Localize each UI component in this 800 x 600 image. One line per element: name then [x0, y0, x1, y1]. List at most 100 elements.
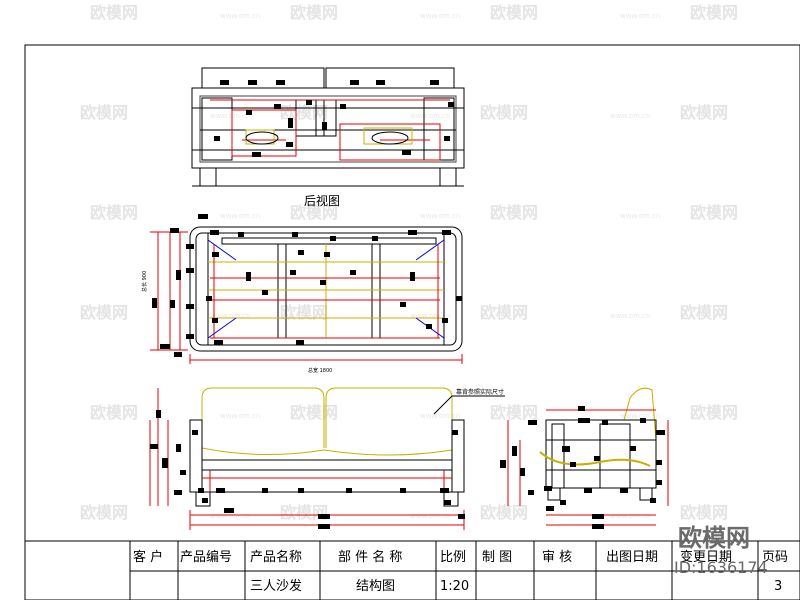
- dimension-tag: [238, 232, 244, 237]
- sheet-border: [24, 44, 800, 600]
- dimension-tag: [440, 488, 449, 493]
- dimension-tag: [324, 252, 330, 257]
- title-header-product-name: 产品名称: [250, 549, 302, 565]
- dimension-tag: [246, 272, 251, 281]
- title-header-scale: 比例: [440, 550, 466, 565]
- dimension-tag: [318, 524, 330, 529]
- watermark-logo: 欧模网: [280, 103, 328, 122]
- watermark-url: www.om.cn: [420, 212, 460, 220]
- dimension-tag: [276, 80, 285, 85]
- plan-view: [150, 226, 463, 364]
- watermark-logo: 欧模网: [480, 503, 528, 522]
- dimension-tag: [408, 230, 417, 235]
- dimension-tag: [180, 470, 186, 475]
- watermark-url: www.om.cn: [220, 212, 260, 220]
- dimension-tag: [156, 410, 161, 418]
- dimension-tag: [170, 228, 179, 233]
- dimension-tag: [320, 280, 326, 285]
- dimension-tag: [198, 488, 204, 493]
- watermark-logo: 欧模网: [80, 103, 128, 122]
- watermark-logo: 欧模网: [690, 3, 738, 22]
- dimension-tag: [174, 490, 182, 495]
- title-block: [25, 540, 800, 600]
- dimension-tag: [520, 468, 525, 476]
- dimension-tag: [206, 296, 212, 301]
- dimension-tag: [452, 430, 458, 435]
- dimension-tag: [298, 250, 304, 255]
- dimension-tag: [584, 488, 592, 493]
- dimension-tag: [306, 100, 312, 105]
- watermark-url: www.om.cn: [610, 312, 650, 320]
- dimension-tag: [224, 508, 234, 513]
- watermark-url: www.om.cn: [620, 12, 660, 20]
- watermark-url: www.om.cn: [210, 512, 250, 520]
- dimension-tag: [562, 446, 570, 452]
- dimension-tag: [176, 270, 181, 280]
- dimension-tag: [288, 118, 293, 128]
- dimension-tag: [248, 80, 257, 85]
- title-header-change-date: 变更日期: [680, 549, 732, 565]
- dimension-tag: [500, 460, 506, 468]
- watermark-url: www.om.cn: [420, 12, 460, 20]
- title-header-product-code: 产品编号: [180, 550, 232, 565]
- brand-id-label: ID:1636174: [674, 558, 768, 577]
- watermark-logo: 欧模网: [480, 103, 528, 122]
- dimension-tag: [458, 514, 465, 519]
- dimension-tags: [150, 80, 665, 529]
- watermark-logo: 欧模网: [680, 303, 728, 322]
- watermark-url: www.om.cn: [610, 512, 650, 520]
- dimension-tag: [340, 104, 346, 109]
- watermark-logo: 欧模网: [290, 203, 338, 222]
- dimension-tag: [602, 420, 608, 425]
- dimension-tag: [170, 300, 175, 308]
- dimension-tag: [444, 500, 451, 505]
- dimension-tag: [546, 506, 554, 511]
- dimension-tag: [442, 230, 451, 235]
- watermark-logo: 欧模网: [680, 503, 728, 522]
- watermark-url: www.om.cn: [610, 112, 650, 120]
- dimension-tag: [186, 268, 194, 273]
- dimension-tag: [528, 420, 537, 425]
- dimension-tag: [410, 272, 415, 281]
- dimension-tag: [346, 488, 352, 493]
- watermark-logo: 欧模网: [690, 403, 738, 422]
- watermark-url: www.om.cn: [220, 12, 260, 20]
- dimension-tag: [544, 486, 552, 491]
- watermark-url: www.om.cn: [420, 412, 460, 420]
- watermark-logo: 欧模网: [690, 203, 738, 222]
- dimension-tag: [444, 136, 450, 141]
- dimension-tag: [578, 406, 585, 411]
- back-note: 靠背参照实际尺寸: [456, 388, 504, 396]
- dimension-tag: [152, 298, 157, 308]
- watermark-url: www.om.cn: [620, 412, 660, 420]
- dimension-tag: [202, 498, 208, 503]
- dimension-tag: [594, 456, 600, 461]
- title-header-page-no: 页码: [762, 550, 788, 565]
- dimension-tag: [162, 458, 168, 468]
- title-header-drawer: 制 图: [482, 550, 512, 565]
- dimension-tag: [560, 500, 566, 505]
- watermark-logo: 欧模网: [490, 3, 538, 22]
- dimension-tag: [330, 236, 336, 241]
- dimension-tag: [400, 302, 406, 307]
- watermark-logo: 欧模网: [90, 403, 138, 422]
- dimension-tag: [292, 232, 298, 237]
- dimension-tag: [656, 430, 665, 435]
- dimension-tag: [246, 110, 252, 115]
- watermark-url: www.om.cn: [410, 112, 450, 120]
- dimension-tag: [274, 104, 281, 109]
- watermark-logo: 欧模网: [290, 403, 338, 422]
- dimension-tag: [372, 236, 378, 241]
- watermark-logo: 欧模网: [480, 303, 528, 322]
- dimension-tag: [216, 488, 225, 493]
- title-header-issue-date: 出图日期: [606, 550, 658, 565]
- dimension-tag: [210, 230, 219, 235]
- watermark-logo: 欧模网: [280, 503, 328, 522]
- dimension-tag: [192, 430, 198, 435]
- title-value-page-no: 3: [774, 579, 782, 594]
- dimension-tag: [592, 514, 604, 519]
- dimension-tag: [214, 340, 223, 345]
- dimension-tag: [286, 142, 293, 147]
- dimension-tag: [186, 304, 194, 309]
